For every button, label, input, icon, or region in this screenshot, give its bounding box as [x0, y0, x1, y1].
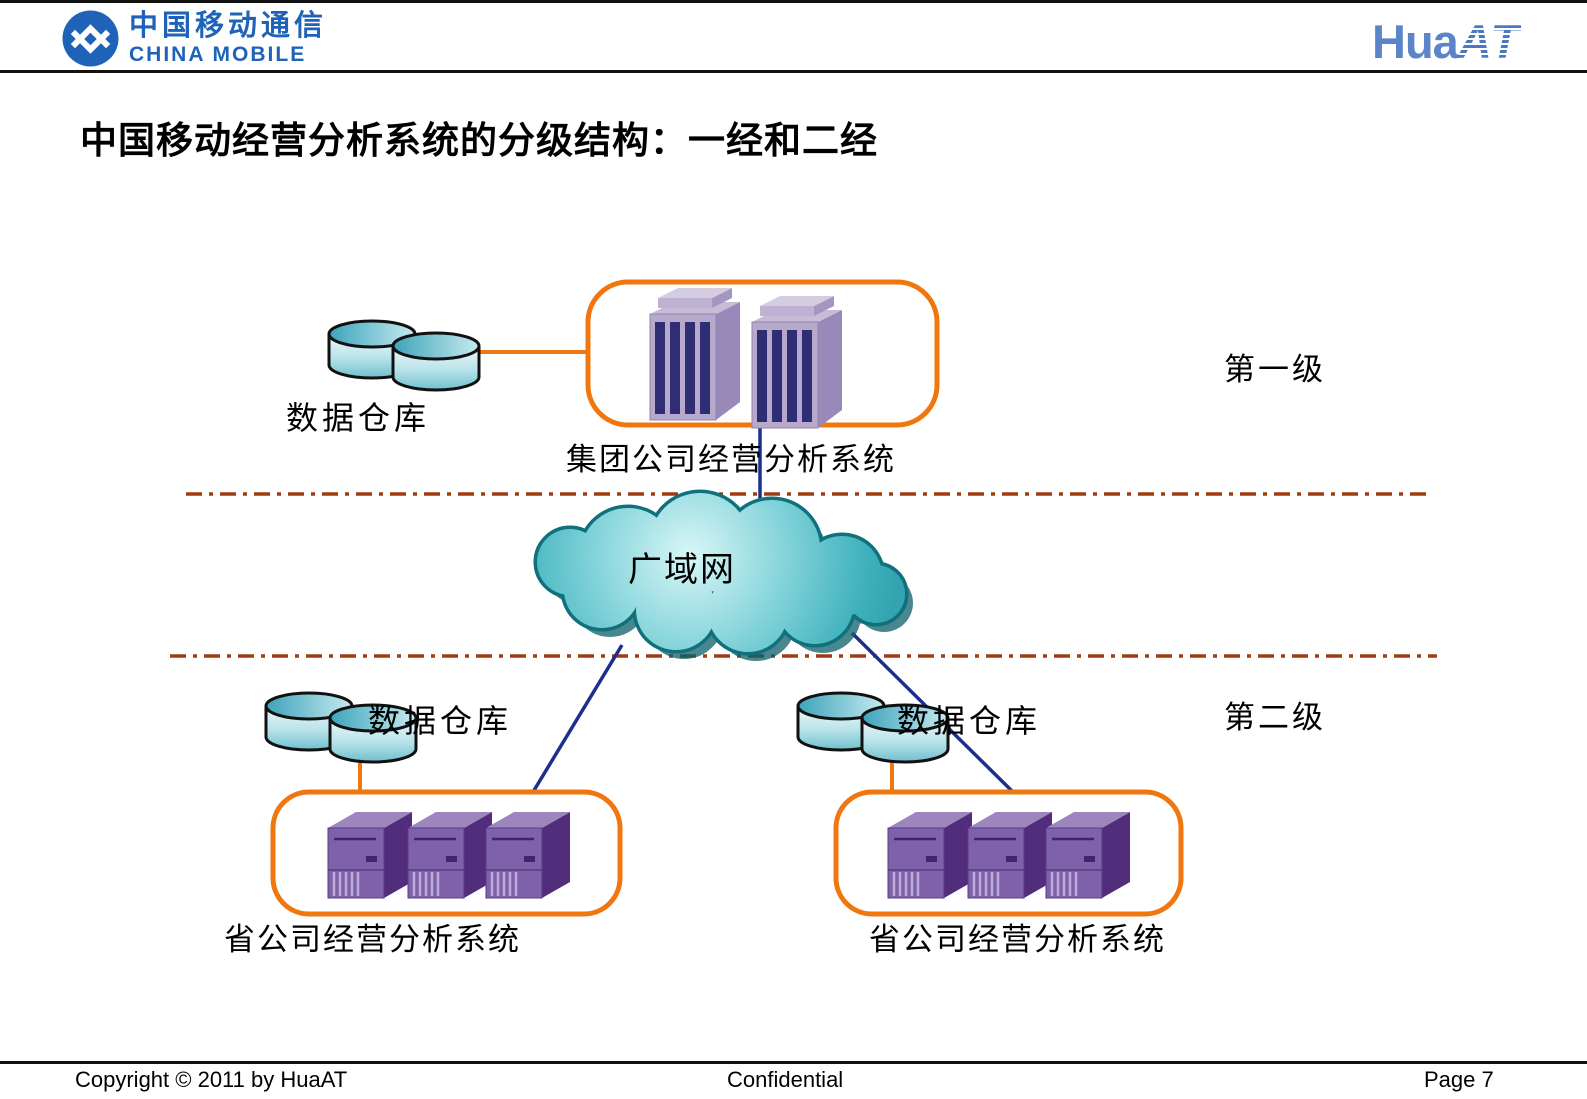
tower-server-icon — [406, 810, 494, 900]
china-mobile-logo-icon — [62, 10, 119, 67]
mainframe-server-icon — [649, 287, 741, 421]
database-icon-top — [327, 319, 481, 392]
label-hq-system: 集团公司经营分析系统 — [566, 442, 896, 478]
footer-page-number: Page 7 — [1424, 1067, 1494, 1092]
tower-server-icon — [966, 810, 1054, 900]
footer-confidential: Confidential — [727, 1067, 844, 1092]
tower-server-icon — [484, 810, 572, 900]
label-level-1: 第一级 — [1224, 352, 1326, 388]
label-province-system-left: 省公司经营分析系统 — [224, 922, 521, 958]
footer-divider — [0, 1061, 1587, 1064]
huaat-at-text: AT — [1457, 15, 1521, 68]
page-title: 中国移动经营分析系统的分级结构：一经和二经 — [80, 120, 878, 161]
china-mobile-en-text: CHINA MOBILE — [129, 42, 307, 66]
label-datawarehouse-top: 数据仓库 — [286, 399, 431, 437]
china-mobile-cn-text: 中国移动通信 — [129, 10, 328, 43]
footer-copyright: Copyright © 2011 by HuaAT — [75, 1067, 348, 1092]
province-servers-right — [886, 810, 1132, 900]
province-servers-left — [326, 810, 572, 900]
label-level-2: 第二级 — [1224, 700, 1326, 736]
china-mobile-logo: 中国移动通信 CHINA MOBILE — [62, 10, 327, 67]
top-border — [0, 0, 1587, 3]
huaat-hua-text: Hua — [1372, 15, 1459, 68]
tower-server-icon — [326, 810, 414, 900]
tower-server-icon — [1044, 810, 1132, 900]
label-datawarehouse-left: 数据仓库 — [368, 702, 513, 740]
label-wan: 广域网 — [628, 550, 736, 590]
mainframe-server-icon — [751, 295, 843, 429]
tower-server-icon — [886, 810, 974, 900]
level-separator-lines — [170, 492, 1437, 658]
label-datawarehouse-right: 数据仓库 — [897, 702, 1042, 740]
china-mobile-logo-text: 中国移动通信 CHINA MOBILE — [129, 11, 327, 65]
header-divider — [0, 70, 1587, 73]
label-province-system-right: 省公司经营分析系统 — [869, 922, 1166, 958]
link-wan-to-left-province — [531, 644, 624, 793]
huaat-logo: HuaAT — [1372, 14, 1521, 69]
